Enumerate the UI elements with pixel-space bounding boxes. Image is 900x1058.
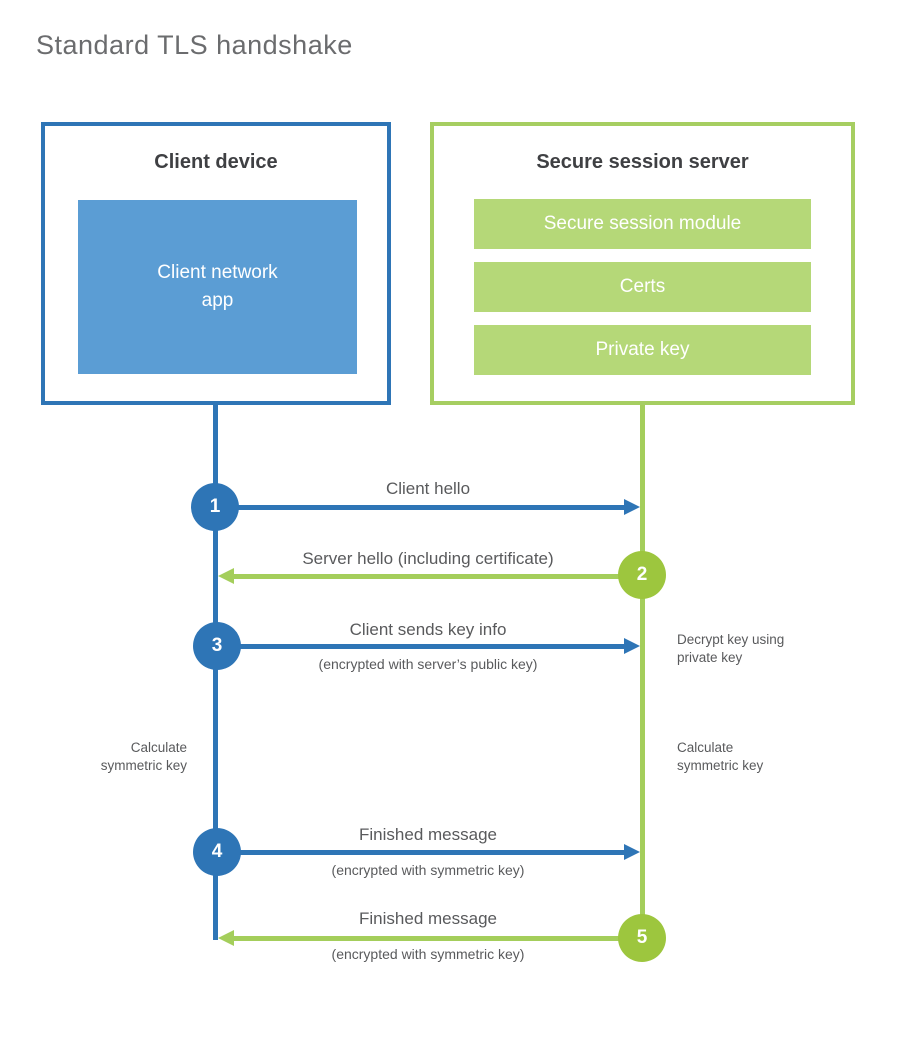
note-calc-right-line1: Calculate [677, 740, 734, 755]
arrow-key-info [216, 644, 624, 649]
step-circle-3: 3 [193, 622, 241, 670]
note-calculate-client: Calculate symmetric key [67, 739, 187, 774]
note-calc-left-line1: Calculate [130, 740, 187, 755]
server-module-private-key: Private key [474, 325, 811, 375]
arrowhead-right-icon [624, 638, 640, 654]
client-lifeline [213, 405, 218, 940]
server-module-secure-session: Secure session module [474, 199, 811, 249]
client-app-label-line2: app [201, 290, 234, 311]
arrowhead-right-icon [624, 844, 640, 860]
arrow-finished-server [232, 936, 640, 941]
step-circle-2: 2 [618, 551, 666, 599]
note-decrypt-line2: private key [677, 649, 743, 665]
arrowhead-right-icon [624, 499, 640, 515]
note-calc-left-line2: symmetric key [100, 757, 187, 773]
page-title: Standard TLS handshake [36, 30, 353, 60]
message-label-key-info: Client sends key info [349, 620, 507, 639]
arrow-server-hello [232, 574, 640, 579]
note-decrypt-line1: Decrypt key using [677, 632, 785, 647]
client-device-title: Client device [154, 151, 278, 173]
message-label-client-hello: Client hello [385, 479, 471, 498]
note-calc-right-line2: symmetric key [677, 757, 764, 773]
server-module-certs: Certs [474, 262, 811, 312]
client-device-box: Client device Client network app [41, 122, 391, 405]
arrow-client-hello [216, 505, 624, 510]
message-sublabel-finished-client: (encrypted with symmetric key) [331, 862, 525, 878]
step-circle-1: 1 [191, 483, 239, 531]
secure-session-server-box: Secure session server Secure session mod… [430, 122, 855, 405]
server-lifeline [640, 405, 645, 940]
step-circle-4: 4 [193, 828, 241, 876]
message-sublabel-finished-server: (encrypted with symmetric key) [331, 946, 525, 962]
client-network-app-box: Client network app [78, 200, 357, 374]
message-label-server-hello: Server hello (including certificate) [302, 549, 554, 568]
message-label-finished-client: Finished message [359, 825, 497, 844]
message-sublabel-key-info: (encrypted with server’s public key) [318, 656, 538, 672]
message-label-finished-server: Finished message [359, 909, 497, 928]
server-title: Secure session server [536, 151, 749, 173]
note-calculate-server: Calculate symmetric key [677, 739, 817, 774]
client-app-label-line1: Client network [157, 261, 278, 283]
step-circle-5: 5 [618, 914, 666, 962]
note-decrypt-key: Decrypt key using private key [677, 631, 817, 666]
arrowhead-left-icon [218, 930, 234, 946]
arrowhead-left-icon [218, 568, 234, 584]
arrow-finished-client [216, 850, 624, 855]
